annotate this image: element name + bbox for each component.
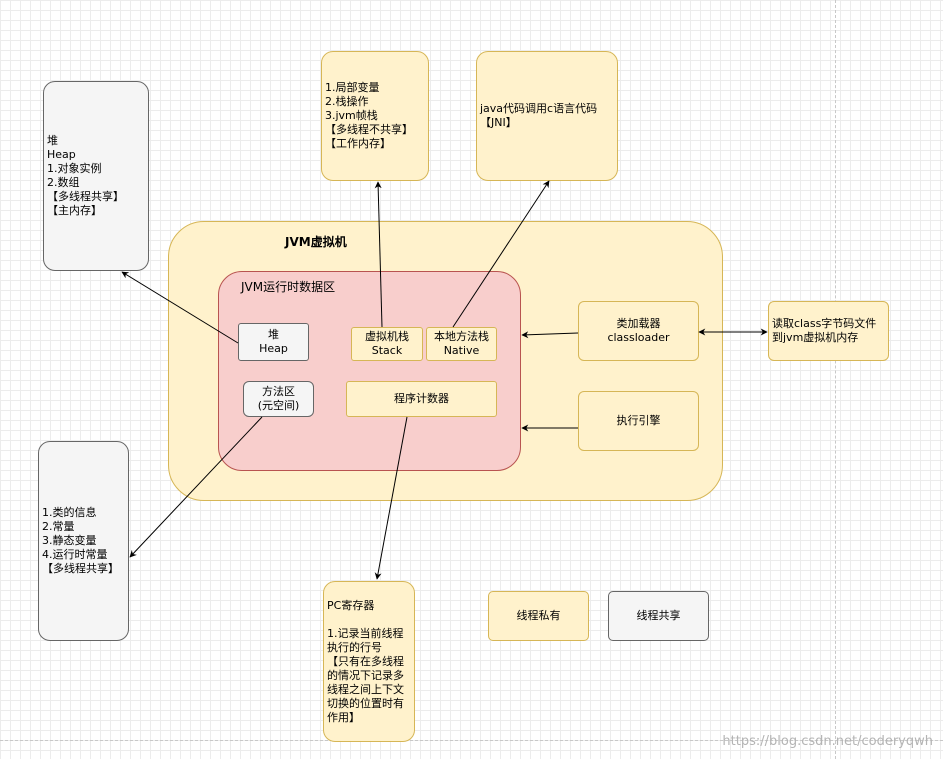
method-area-block[interactable]: 方法区 (元空间): [243, 381, 314, 417]
watermark: https://blog.csdn.net/coderyqwh: [722, 734, 933, 749]
native-note[interactable]: java代码调用c语言代码 【JNI】: [476, 51, 618, 181]
method-note-line: 4.运行时常量: [42, 548, 108, 561]
method-area-label: (元空间): [257, 399, 300, 412]
heap-block-label: Heap: [259, 342, 288, 355]
stack-note[interactable]: 1.局部变量 2.栈操作 3.jvm帧栈 【多线程不共享】 【工作内存】: [321, 51, 429, 181]
heap-note-line: 堆: [47, 134, 58, 147]
classloader-label: classloader: [607, 331, 670, 344]
stack-note-line: 【多线程不共享】: [325, 123, 413, 136]
page-boundary-vertical: [835, 0, 836, 759]
arrow-heap-to-note: [121, 271, 239, 344]
arrow-stack-to-note: [374, 181, 383, 328]
heap-note[interactable]: 堆 Heap 1.对象实例 2.数组 【多线程共享】 【主内存】: [43, 81, 149, 271]
heap-note-line: 2.数组: [47, 176, 80, 189]
pc-counter-label: 程序计数器: [394, 392, 449, 405]
stack-note-line: 【工作内存】: [325, 137, 391, 150]
method-note-line: 3.静态变量: [42, 534, 97, 547]
method-note-line: 2.常量: [42, 520, 75, 533]
page-boundary-horizontal: [0, 740, 943, 741]
native-block-label: 本地方法栈: [434, 330, 489, 343]
stack-block-label: Stack: [371, 344, 403, 357]
arrow-native-to-note: [452, 180, 550, 328]
heap-note-line: 【主内存】: [47, 204, 102, 217]
pc-note-body: 1.记录当前线程执行的行号: [327, 627, 404, 654]
native-note-line: 【JNI】: [480, 116, 517, 129]
stack-note-line: 1.局部变量: [325, 81, 380, 94]
method-area-note[interactable]: 1.类的信息 2.常量 3.静态变量 4.运行时常量 【多线程共享】: [38, 441, 129, 641]
legend-thread-shared[interactable]: 线程共享: [608, 591, 709, 641]
stack-note-line: 3.jvm帧栈: [325, 109, 378, 122]
arrow-method-to-note: [129, 416, 263, 558]
heap-note-line: Heap: [47, 148, 76, 161]
native-block-label: Native: [443, 344, 480, 357]
execution-engine-label: 执行引擎: [616, 414, 661, 427]
classfile-note[interactable]: 读取class字节码文件 到jvm虚拟机内存: [768, 301, 889, 361]
legend-private-label: 线程私有: [516, 609, 561, 622]
legend-shared-label: 线程共享: [636, 609, 681, 622]
stack-block-label: 虚拟机栈: [365, 330, 409, 343]
arrow-pc-to-note: [374, 416, 408, 580]
heap-note-line: 1.对象实例: [47, 162, 102, 175]
stack-block[interactable]: 虚拟机栈 Stack: [351, 327, 423, 361]
classloader-block[interactable]: 类加载器 classloader: [578, 301, 699, 361]
native-block[interactable]: 本地方法栈 Native: [426, 327, 497, 361]
runtime-area-title: JVM运行时数据区: [241, 280, 336, 294]
runtime-data-area[interactable]: JVM运行时数据区: [218, 271, 521, 471]
stack-note-line: 2.栈操作: [325, 95, 369, 108]
heap-block-label: 堆: [268, 328, 279, 341]
arrow-classloader-to-runtime: [521, 331, 579, 339]
method-note-line: 1.类的信息: [42, 506, 97, 519]
heap-block[interactable]: 堆 Heap: [238, 323, 309, 361]
pc-note-extra: 【只有在多线程的情况下记录多线程之间上下文切换的位置时有作用】: [327, 655, 404, 724]
method-area-label: 方法区: [262, 385, 295, 398]
classloader-label: 类加载器: [616, 317, 661, 330]
classfile-note-line: 到jvm虚拟机内存: [772, 331, 859, 344]
pc-register-note[interactable]: PC寄存器 1.记录当前线程执行的行号 【只有在多线程的情况下记录多线程之间上下…: [323, 581, 415, 742]
pc-note-title: PC寄存器: [327, 599, 375, 612]
native-note-line: java代码调用c语言代码: [480, 102, 598, 115]
jvm-title: JVM虚拟机: [285, 235, 347, 249]
execution-engine-block[interactable]: 执行引擎: [578, 391, 699, 451]
method-note-line: 【多线程共享】: [42, 562, 119, 575]
classfile-note-line: 读取class字节码文件: [772, 317, 877, 330]
legend-thread-private[interactable]: 线程私有: [488, 591, 589, 641]
heap-note-line: 【多线程共享】: [47, 190, 124, 203]
pc-counter-block[interactable]: 程序计数器: [346, 381, 497, 417]
